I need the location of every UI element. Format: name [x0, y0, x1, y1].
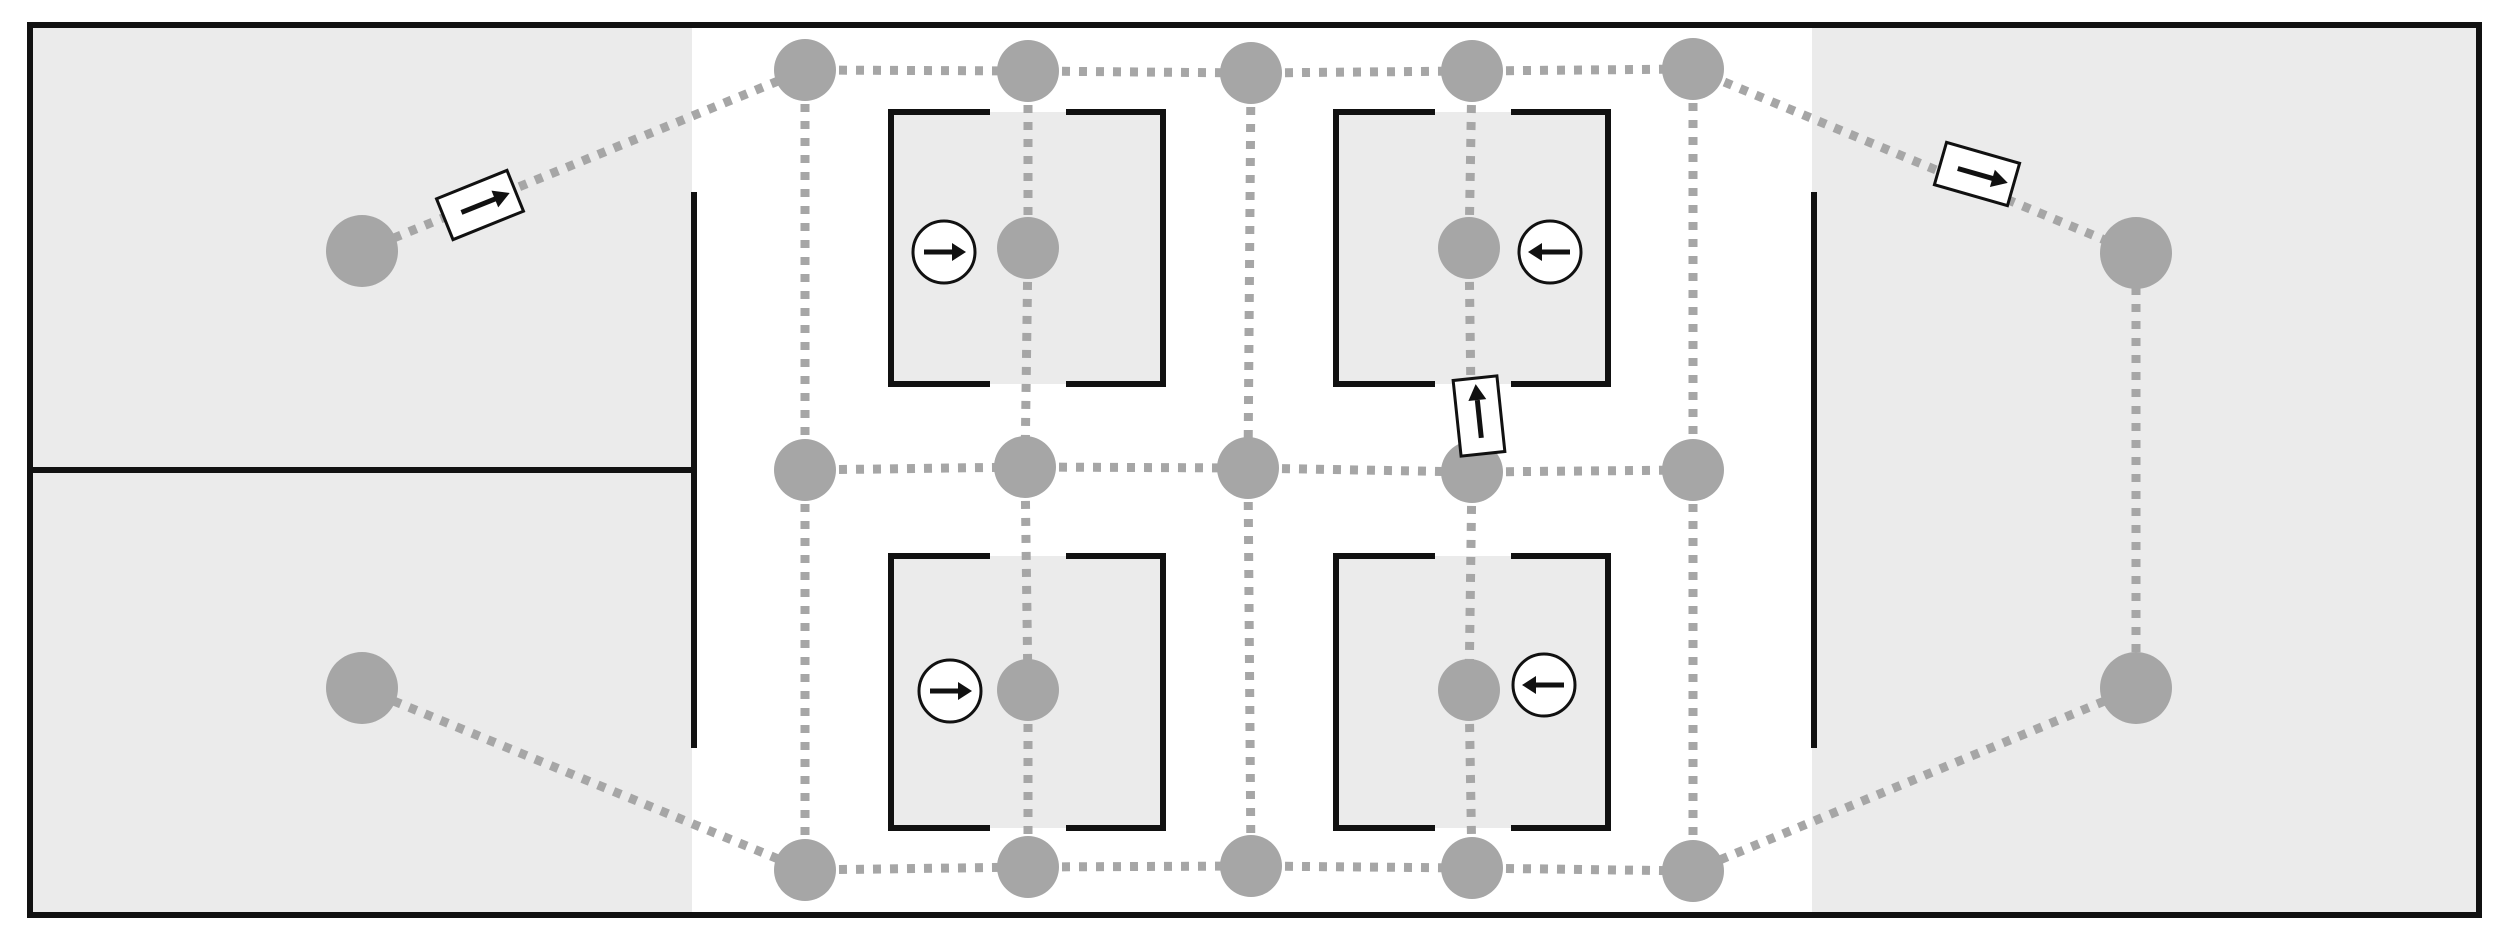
- graph-node-icon: [997, 217, 1059, 279]
- graph-node-icon: [774, 39, 836, 101]
- path-edge: [360, 683, 807, 875]
- right-zone: [1812, 25, 2479, 915]
- graph-node-icon: [326, 652, 398, 724]
- robots: [434, 140, 2022, 458]
- graph-node-icon: [997, 836, 1059, 898]
- graph-node-icon: [997, 659, 1059, 721]
- walls: [27, 22, 2482, 918]
- graph-node-icon: [1662, 38, 1724, 100]
- path-edge: [1250, 861, 1473, 873]
- path-edge: [1024, 462, 1249, 473]
- path-edge: [1471, 465, 1694, 477]
- path-edge: [1250, 66, 1473, 78]
- direction-arrow-icon: [917, 658, 983, 724]
- graph-node-icon: [994, 436, 1056, 498]
- path-edge: [804, 65, 1029, 76]
- path-edge: [1471, 863, 1694, 876]
- path-edge: [1243, 72, 1256, 469]
- path-edge: [1027, 861, 1252, 872]
- direction-arrow-icon: [911, 219, 977, 285]
- graph-node-icon: [2100, 652, 2172, 724]
- station-box-1-walls: [888, 109, 1166, 387]
- direction-arrow-icon: [1511, 652, 1577, 718]
- robot-icon: [434, 168, 526, 242]
- graph-node-icon: [1438, 217, 1500, 279]
- station-box-4-walls: [1333, 553, 1611, 831]
- path-edge: [804, 462, 1026, 475]
- graph-node-icon: [326, 215, 398, 287]
- graph-node-icon: [1217, 437, 1279, 499]
- graph-nodes: [326, 38, 2172, 902]
- graph-node-icon: [2100, 217, 2172, 289]
- path-edge: [360, 65, 807, 256]
- graph-node-icon: [1441, 40, 1503, 102]
- station-box-3-walls: [888, 553, 1166, 831]
- path-edge: [1020, 466, 1033, 691]
- station-box-2-walls: [1333, 109, 1611, 387]
- graph-node-icon: [1220, 835, 1282, 897]
- path-edges: [360, 64, 2141, 876]
- graph-node-icon: [1662, 840, 1724, 902]
- path-edge: [804, 862, 1029, 875]
- graph-node-icon: [1441, 441, 1503, 503]
- path-edge: [1247, 463, 1473, 477]
- graph-node-icon: [1441, 837, 1503, 899]
- path-edge: [1464, 247, 1477, 473]
- robot-icon: [1932, 140, 2022, 208]
- direction-arrow-icon: [1517, 219, 1583, 285]
- graph-node-icon: [1438, 659, 1500, 721]
- path-edge: [1691, 64, 2138, 258]
- graph-node-icon: [997, 40, 1059, 102]
- path-edge: [1464, 689, 1477, 869]
- path-edge: [1464, 471, 1477, 691]
- path-edge: [1027, 66, 1252, 78]
- path-edge: [1020, 247, 1033, 468]
- graph-node-icon: [1662, 439, 1724, 501]
- robot-icon: [1451, 374, 1507, 458]
- station-markers: [911, 219, 1583, 724]
- path-edge: [1471, 64, 1694, 76]
- path-edge: [1464, 70, 1477, 249]
- graph-node-icon: [774, 439, 836, 501]
- path-edge: [1691, 683, 2138, 876]
- graph-node-icon: [1220, 42, 1282, 104]
- graph-node-icon: [774, 839, 836, 901]
